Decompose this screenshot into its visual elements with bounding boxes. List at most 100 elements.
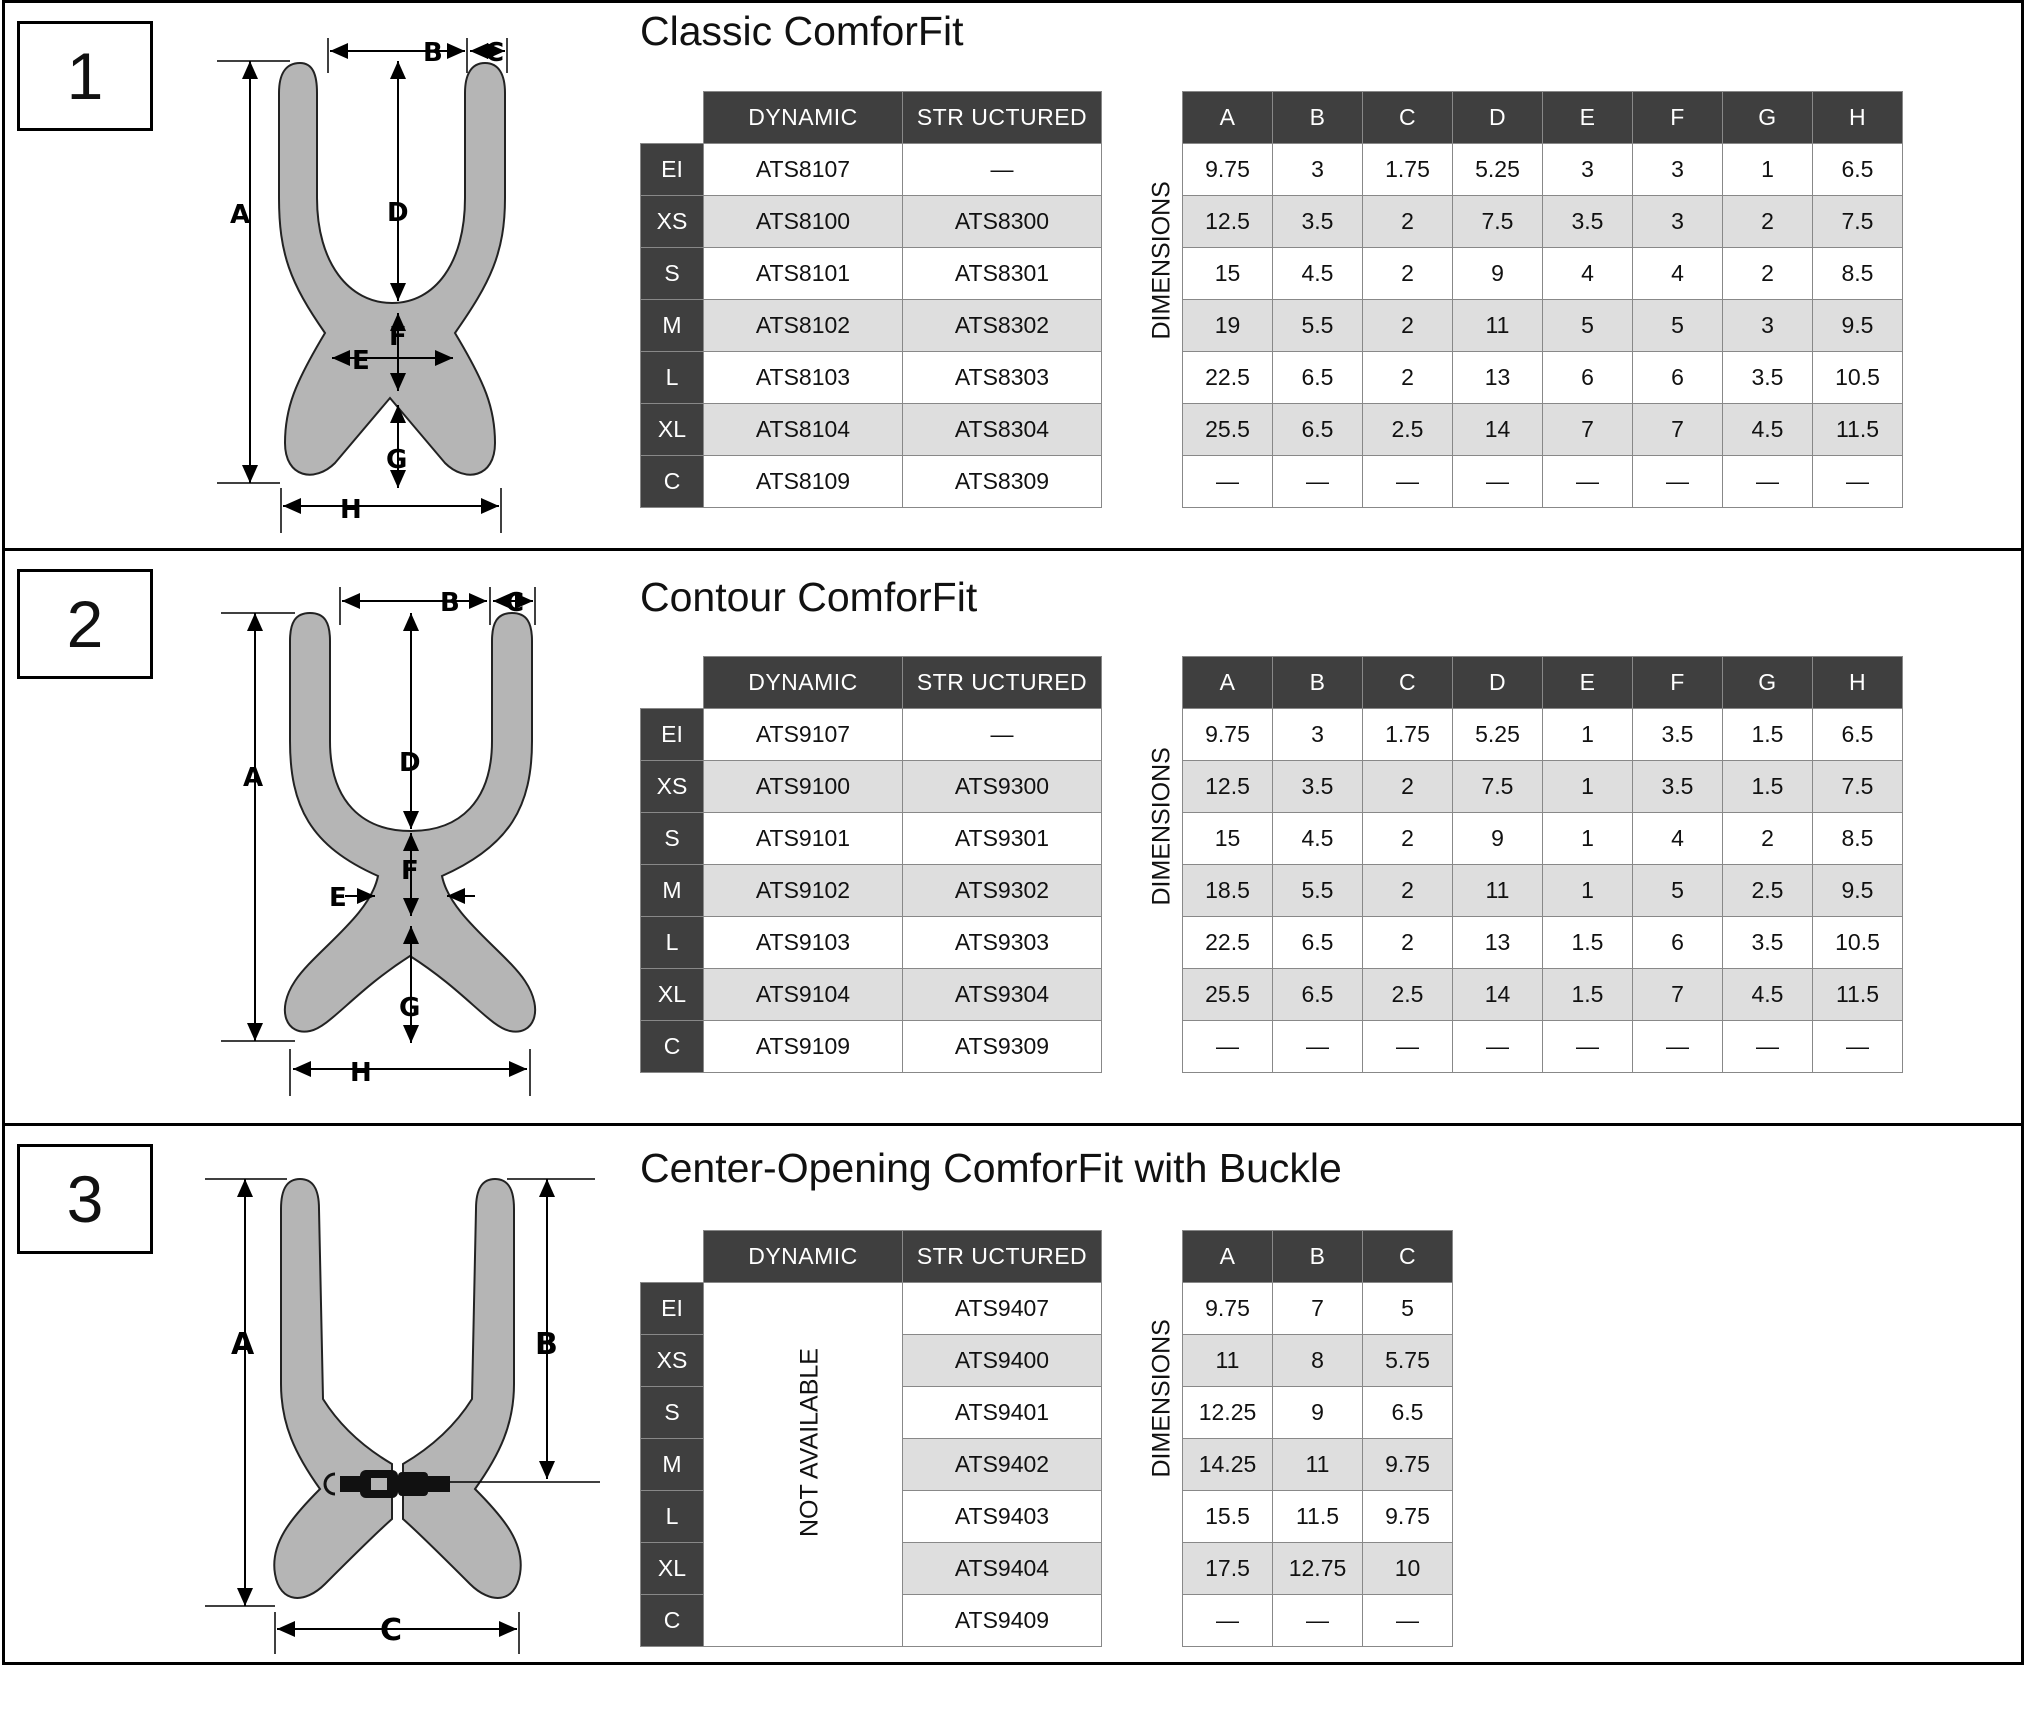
- table-cell: 3: [1542, 143, 1633, 196]
- table-cell: ATS9300: [902, 760, 1102, 813]
- table-cell: —: [902, 143, 1102, 196]
- dim-label-c: C: [380, 1613, 402, 1648]
- table-cell: 1.5: [1542, 916, 1633, 969]
- table-header-cell: B: [1272, 91, 1363, 144]
- table-cell: 2.5: [1722, 864, 1813, 917]
- table-cell: ATS9404: [902, 1542, 1102, 1595]
- table-cell: 4: [1632, 812, 1723, 865]
- dim-label-b: B: [423, 38, 443, 68]
- table-header-cell: D: [1452, 656, 1543, 709]
- table-cell: 3.5: [1722, 916, 1813, 969]
- dim-label-b: B: [440, 588, 460, 618]
- table-header-cell: G: [1722, 91, 1813, 144]
- table-cell: ATS9104: [703, 968, 903, 1021]
- table-cell: EI: [640, 708, 704, 761]
- table-cell: 9: [1452, 247, 1543, 300]
- dim-label-e: E: [329, 883, 347, 913]
- table-header-cell: A: [1182, 656, 1273, 709]
- table-cell: ATS9101: [703, 812, 903, 865]
- table-header-cell: E: [1542, 656, 1633, 709]
- table-cell: 5.5: [1272, 299, 1363, 352]
- table-header-cell: C: [1362, 656, 1453, 709]
- table-cell: 3.5: [1722, 351, 1813, 404]
- table-cell: 19: [1182, 299, 1273, 352]
- table-cell: —: [1452, 1020, 1543, 1073]
- table-header-cell: [641, 657, 704, 709]
- table-cell: 7.5: [1812, 195, 1903, 248]
- table-cell: 3: [1632, 195, 1723, 248]
- table-cell: 5: [1632, 299, 1723, 352]
- table-cell: 9.75: [1182, 1282, 1273, 1335]
- table-cell: 3: [1272, 708, 1363, 761]
- dim-label-c: C: [485, 38, 504, 68]
- dim-label-d: D: [387, 198, 409, 228]
- col-dynamic: DYNAMIC: [703, 91, 903, 144]
- table-cell: S: [640, 247, 704, 300]
- table-cell: C: [640, 455, 704, 508]
- table-cell: ATS8102: [703, 299, 903, 352]
- table-header-cell: G: [1722, 656, 1813, 709]
- table-cell: 6: [1632, 351, 1723, 404]
- table-cell: ATS8304: [902, 403, 1102, 456]
- table-header-cell: C: [1362, 1230, 1453, 1283]
- table-cell: EI: [640, 143, 704, 196]
- table-cell: 9.75: [1182, 143, 1273, 196]
- section-center-opening-comforfit: 3 A B C Center-Opening ComforFit with Bu: [2, 1123, 2024, 1665]
- table-cell: 1: [1542, 708, 1633, 761]
- table-cell: 2: [1722, 247, 1813, 300]
- table-cell: 11.5: [1812, 403, 1903, 456]
- table-header-cell: [641, 1231, 704, 1283]
- table-cell: 1.75: [1362, 708, 1453, 761]
- table-cell: 11: [1182, 1334, 1273, 1387]
- table-cell: 1.75: [1362, 143, 1453, 196]
- table-cell: 2.5: [1362, 968, 1453, 1021]
- table-cell: ATS8103: [703, 351, 903, 404]
- table-cell: 5.25: [1452, 143, 1543, 196]
- table-cell: 6.5: [1362, 1386, 1453, 1439]
- table-cell: 8: [1272, 1334, 1363, 1387]
- table-cell: 6: [1542, 351, 1633, 404]
- table-cell: ATS8104: [703, 403, 903, 456]
- table-cell: ATS9304: [902, 968, 1102, 1021]
- table-header-cell: A: [1182, 1230, 1273, 1283]
- table-cell: 9.75: [1362, 1438, 1453, 1491]
- table-cell: 3.5: [1632, 708, 1723, 761]
- table-cell: C: [640, 1020, 704, 1073]
- table-cell: 4: [1632, 247, 1723, 300]
- table-cell: 6: [1632, 916, 1723, 969]
- table-cell: 4.5: [1272, 812, 1363, 865]
- center-vest-left-shape: [273, 1177, 393, 1599]
- contour-vest-shape: [284, 611, 536, 1033]
- dim-label-c: C: [505, 588, 524, 618]
- table-cell: —: [1272, 1594, 1363, 1647]
- table-cell: 2: [1362, 760, 1453, 813]
- classic-comforfit-diagram: A B C D F E G H: [217, 38, 508, 533]
- table-cell: 7.5: [1452, 195, 1543, 248]
- table-cell: 6.5: [1272, 351, 1363, 404]
- dim-label-a: A: [231, 1327, 255, 1362]
- table-cell: S: [640, 1386, 704, 1439]
- table-cell: ATS9402: [902, 1438, 1102, 1491]
- table-cell: 7: [1272, 1282, 1363, 1335]
- table-cell: XS: [640, 195, 704, 248]
- table-header-cell: F: [1632, 656, 1723, 709]
- table-cell: 7: [1542, 403, 1633, 456]
- section-number: 1: [17, 21, 153, 131]
